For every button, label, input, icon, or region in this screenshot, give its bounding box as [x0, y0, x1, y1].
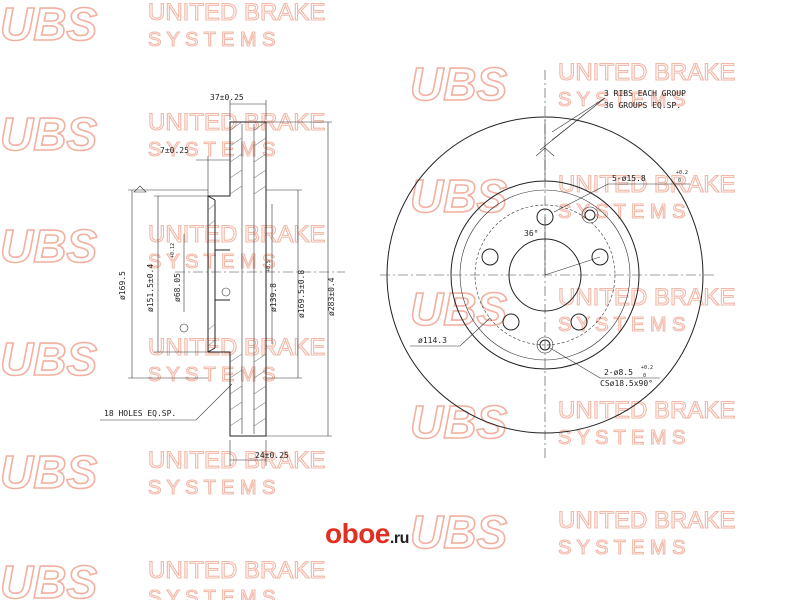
- watermark-logo: UBS: [0, 220, 97, 272]
- watermark-logo: UBS: [410, 506, 507, 558]
- watermark-tile: UBS UNITED BRAKE S Y S T E M S: [409, 505, 736, 559]
- watermark-line-2: S Y S T E M S: [558, 314, 685, 336]
- watermark-logo: UBS: [0, 333, 97, 385]
- note-ribs-1: 3 RIBS EACH GROUP: [604, 89, 686, 98]
- watermark-line-1: UNITED BRAKE: [148, 221, 325, 248]
- watermark-tile: UBS UNITED BRAKE S Y S T E M S: [0, 219, 326, 273]
- watermark-line-2: S Y S T E M S: [148, 251, 275, 273]
- watermark-line-1: UNITED BRAKE: [148, 0, 325, 26]
- watermark-logo: UBS: [0, 108, 97, 160]
- watermark-tile: UBS UNITED BRAKE S Y S T E M S: [409, 282, 736, 336]
- dim-dia-68-05-tol: +0.12: [170, 243, 176, 258]
- dim-dia-68-05: ø68.05: [173, 273, 182, 302]
- watermark-line-2: S Y S T E M S: [558, 537, 685, 559]
- watermark-line-1: UNITED BRAKE: [148, 447, 325, 474]
- watermark-line-1: UNITED BRAKE: [558, 397, 735, 424]
- watermark-logo: UBS: [0, 0, 97, 50]
- watermark-logo: UBS: [410, 58, 507, 110]
- front-view: 36° 3 RIBS EACH GROUP 36 GROUPS EQ.SP. 5…: [380, 70, 715, 460]
- watermark-line-2: S Y S T E M S: [148, 29, 275, 51]
- watermark-line-2: S Y S T E M S: [148, 364, 275, 386]
- watermark-line-2: S Y S T E M S: [558, 427, 685, 449]
- watermark-line-1: UNITED BRAKE: [558, 284, 735, 311]
- dim-dia-169-5-tol: ø169.5±0.8: [297, 270, 306, 318]
- watermark-line-1: UNITED BRAKE: [558, 59, 735, 86]
- watermark-line-1: UNITED BRAKE: [558, 171, 735, 198]
- note-bolt-tol-bottom: 0: [678, 178, 681, 184]
- watermark-tile: UBS UNITED BRAKE S Y S T E M S: [409, 169, 736, 223]
- note-ribs-2: 36 GROUPS EQ.SP.: [604, 101, 681, 110]
- watermark-tile: UBS UNITED BRAKE S Y S T E M S: [0, 0, 326, 52]
- brand-name: oboe: [325, 518, 390, 549]
- note-bolt-holes: 5-ø15.8: [612, 174, 646, 183]
- dim-top-width: 37±0.25: [210, 93, 244, 102]
- dim-dia-151-5: ø151.5±0.4: [146, 264, 155, 312]
- watermark-line-2: S Y S T E M S: [148, 139, 275, 161]
- watermark-line-1: UNITED BRAKE: [148, 557, 325, 584]
- brand-mark: oboe.ru: [325, 518, 409, 550]
- bolt-holes: [481, 208, 609, 331]
- note-pcd: ø114.3: [418, 336, 447, 345]
- watermark-logo: UBS: [410, 396, 507, 448]
- watermark-tile: UBS UNITED BRAKE S Y S T E M S: [409, 57, 736, 111]
- watermark-tile: UBS UNITED BRAKE S Y S T E M S: [0, 555, 326, 600]
- watermark-logo: UBS: [0, 446, 97, 498]
- note-small-tol-top: +0.2: [641, 365, 653, 371]
- watermark-line-2: S Y S T E M S: [558, 89, 685, 111]
- note-small-tol-bottom: 0: [643, 373, 646, 379]
- watermark-tile: UBS UNITED BRAKE S Y S T E M S: [0, 445, 326, 499]
- dim-dia-139-8: ø139.8: [269, 283, 278, 312]
- watermark-logo: UBS: [0, 556, 97, 600]
- note-counter-sink: CSø18.5x90°: [600, 379, 653, 388]
- watermark-logo: UBS: [410, 283, 507, 335]
- dim-dia-283: ø283±0.4: [327, 277, 336, 316]
- note-bolt-tol-top: +0.2: [676, 170, 688, 176]
- watermark-layer: UBS UNITED BRAKE S Y S T E M S UBS UNITED BR…: [0, 0, 736, 600]
- watermark-tile: UBS UNITED BRAKE S Y S T E M S: [409, 395, 736, 449]
- dim-dia-139-8-tol: +0.5: [266, 260, 272, 272]
- note-small-holes: 2-ø8.5: [604, 368, 633, 377]
- dim-hat-offset: 7±0.25: [160, 146, 189, 155]
- watermark-tile: UBS UNITED BRAKE S Y S T E M S: [0, 332, 326, 386]
- watermark-line-1: UNITED BRAKE: [558, 507, 735, 534]
- angle-36: 36°: [524, 229, 538, 238]
- dim-dia-169-5: ø169.5: [118, 271, 127, 300]
- watermark-line-2: S Y S T E M S: [148, 477, 275, 499]
- watermark-line-1: UNITED BRAKE: [148, 334, 325, 361]
- note-18-holes: 18 HOLES EQ.SP.: [104, 409, 176, 418]
- brand-domain: .ru: [389, 530, 409, 547]
- watermark-logo: UBS: [410, 170, 507, 222]
- dim-bottom-width: 24±0.25: [255, 451, 289, 460]
- side-view: 37±0.25 7±0.25 ø169.5 ø151.5±0.4 ø68.05 …: [100, 93, 345, 466]
- watermark-line-2: S Y S T E M S: [148, 587, 275, 600]
- watermark-line-2: S Y S T E M S: [558, 201, 685, 223]
